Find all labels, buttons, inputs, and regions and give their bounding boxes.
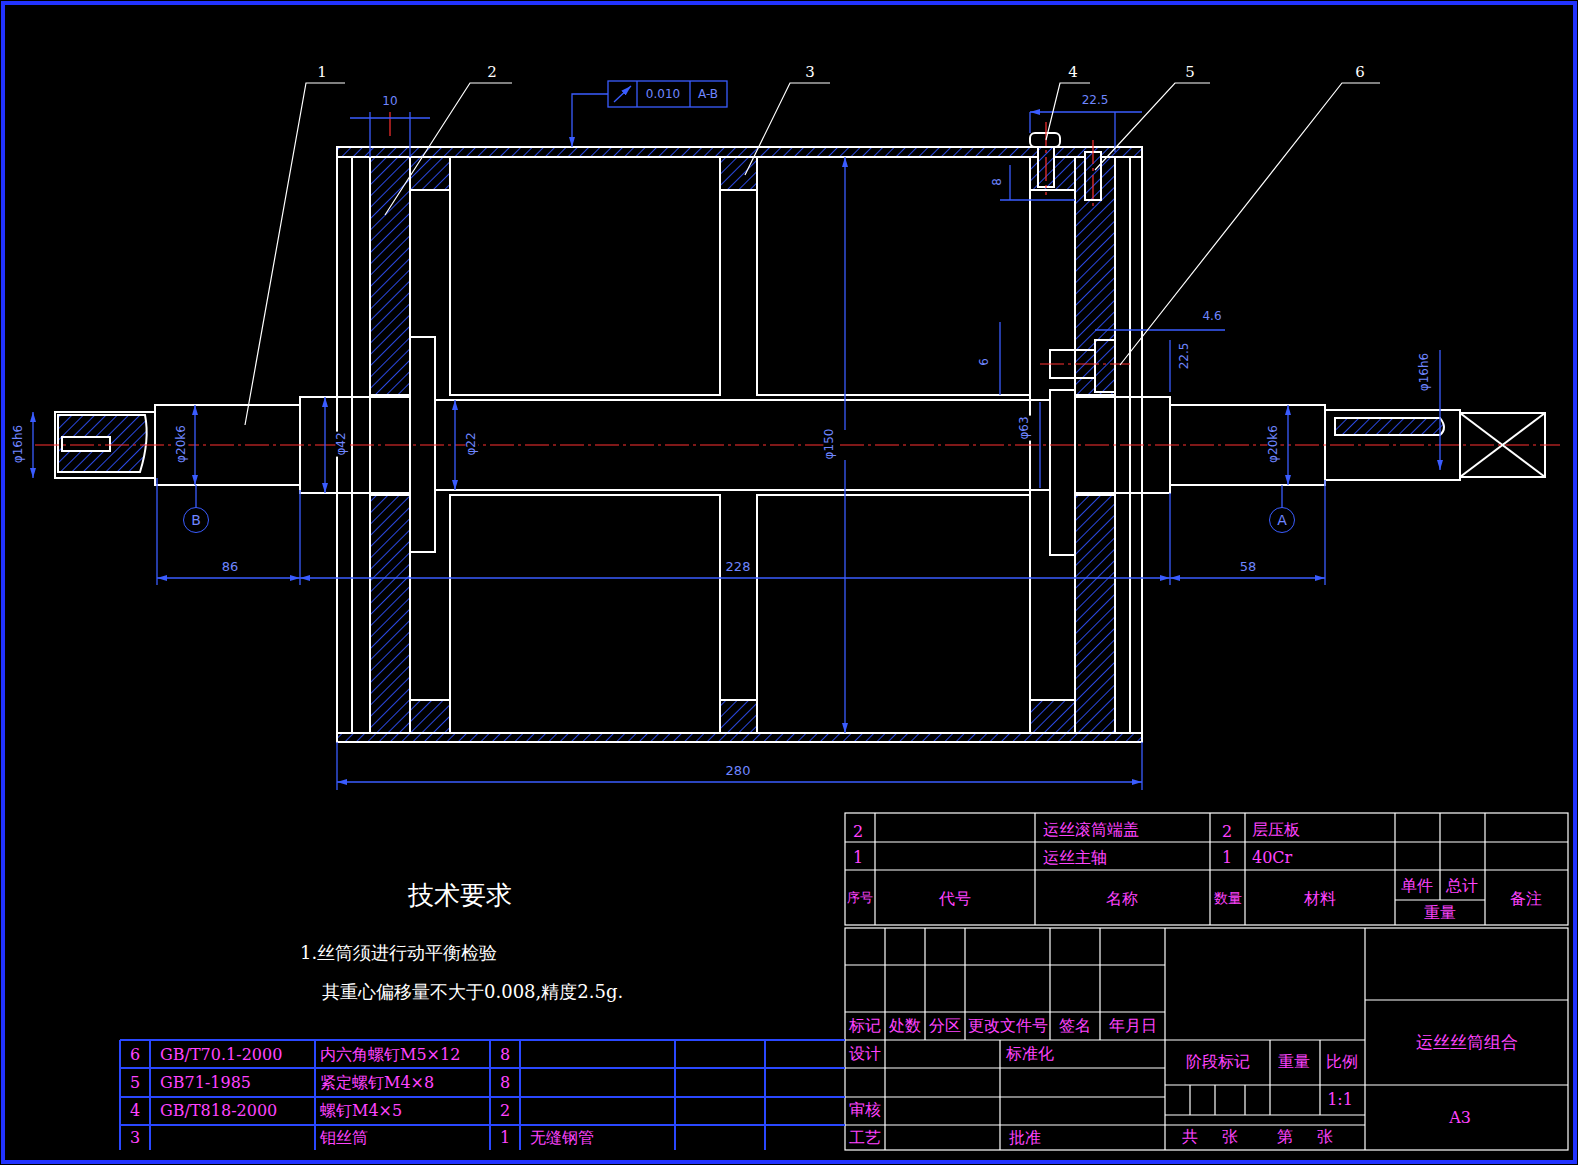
drawing-label: 处数 — [889, 1017, 921, 1035]
drawing-label: 运丝丝筒组合 — [1416, 1033, 1518, 1052]
drawing-label: 58 — [1239, 560, 1258, 574]
drawing-label: 材料 — [1304, 890, 1336, 908]
drawing-label: 6 — [1355, 64, 1365, 81]
drawing-label: 280 — [725, 764, 752, 778]
datum-letter: A — [1277, 513, 1287, 527]
drawing-label: 数量 — [1214, 891, 1242, 906]
drawing-label: GB71-1985 — [160, 1074, 251, 1092]
drawing-label: 工艺 — [849, 1129, 881, 1147]
drawing-label: 1 — [500, 1129, 510, 1147]
drawing-label: 4.6 — [1201, 310, 1222, 323]
drawing-label: 10 — [381, 95, 398, 108]
drawing-label: 8 — [991, 177, 1004, 187]
drawing-label: 5 — [130, 1074, 140, 1092]
drawing-label: 签名 — [1059, 1017, 1091, 1035]
drawing-label: 86 — [221, 560, 240, 574]
drawing-label: 3 — [805, 64, 815, 81]
drawing-label: 层压板 — [1252, 821, 1300, 839]
drawing-label: 螺钉M4×5 — [320, 1102, 402, 1120]
drawing-label: 紧定螺钉M4×8 — [320, 1074, 434, 1092]
drawing-label: 张 — [1222, 1128, 1238, 1146]
drawing-label: 批准 — [1009, 1129, 1041, 1147]
drawing-label: 1 — [317, 64, 327, 81]
drawing-label: 5 — [1185, 64, 1195, 81]
drawing-label: A3 — [1449, 1109, 1471, 1127]
drawing-label: 序号 — [847, 891, 873, 905]
drawing-label: 重量 — [1424, 904, 1456, 922]
drawing-label: 技术要求 — [408, 881, 512, 910]
drawing-label: 2 — [487, 64, 497, 81]
drawing-label: 第 — [1277, 1128, 1293, 1146]
drawing-label: 1 — [1222, 849, 1232, 867]
drawing-label: 2 — [1222, 823, 1232, 841]
drawing-label: 无缝钢管 — [530, 1129, 594, 1147]
drawing-label: φ63 — [1018, 415, 1031, 440]
drawing-label: 分区 — [929, 1017, 961, 1035]
drawing-label: 22.5 — [1081, 94, 1110, 107]
drawing-label: 40Cr — [1252, 849, 1292, 867]
drawing-label: 2 — [853, 823, 863, 841]
datum-circle: A — [1269, 507, 1295, 533]
drawing-label: 共 — [1182, 1128, 1198, 1146]
drawing-label: φ16h6 — [1418, 352, 1431, 392]
drawing-label: 228 — [725, 560, 752, 574]
drawing-label: 总计 — [1446, 877, 1478, 895]
datum-letter: B — [191, 513, 201, 527]
drawing-label: A-B — [697, 88, 719, 101]
drawing-label: 比例 — [1326, 1053, 1358, 1071]
drawing-label: GB/T70.1-2000 — [160, 1046, 282, 1064]
drawing-label: φ42 — [335, 431, 348, 456]
drawing-label: 重量 — [1278, 1053, 1310, 1071]
drawing-label: 0.010 — [645, 88, 681, 101]
drawing-label: 6 — [130, 1046, 140, 1064]
drawing-label: φ20k6 — [175, 424, 188, 464]
drawing-label: 标准化 — [1006, 1045, 1054, 1063]
drawing-label: 钼丝筒 — [320, 1129, 368, 1147]
drawing-label: 其重心偏移量不大于0.008,精度2.5g. — [322, 982, 623, 1002]
drawing-label: GB/T818-2000 — [160, 1102, 277, 1120]
drawing-label: φ22 — [465, 431, 478, 456]
drawing-label: 运丝主轴 — [1043, 849, 1107, 867]
drawing-label: 6 — [978, 357, 991, 367]
drawing-label: 2 — [500, 1102, 510, 1120]
drawing-label: 单件 — [1401, 877, 1433, 895]
drawing-label: 备注 — [1510, 890, 1542, 908]
drawing-label: 8 — [500, 1046, 510, 1064]
drawing-label: 设计 — [849, 1045, 881, 1063]
datum-circle: B — [183, 507, 209, 533]
drawing-label: 张 — [1317, 1128, 1333, 1146]
drawing-label: 1 — [853, 849, 863, 867]
drawing-label: 阶段标记 — [1186, 1053, 1250, 1071]
drawing-label: 标记 — [849, 1017, 881, 1035]
drawing-label: φ20k6 — [1267, 424, 1280, 464]
drawing-label: φ16h6 — [12, 424, 25, 464]
drawing-label: 内六角螺钉M5×12 — [320, 1046, 460, 1064]
drawing-label: 1.丝筒须进行动平衡检验 — [300, 943, 497, 963]
drawing-label: 4 — [130, 1102, 140, 1120]
drawing-label: 代号 — [939, 890, 971, 908]
drawing-label: φ150 — [823, 428, 836, 461]
drawing-label: 1:1 — [1327, 1091, 1353, 1109]
drawing-label: 8 — [500, 1074, 510, 1092]
drawing-label: 审核 — [849, 1101, 881, 1119]
drawing-label: 3 — [130, 1129, 140, 1147]
drawing-label: 更改文件号 — [968, 1017, 1048, 1035]
drawing-label: 运丝滚筒端盖 — [1043, 821, 1139, 839]
drawing-label: 22.5 — [1178, 342, 1191, 371]
drawing-label: 名称 — [1106, 890, 1138, 908]
drawing-label: 年月日 — [1109, 1017, 1157, 1035]
drawing-label: 4 — [1068, 64, 1078, 81]
